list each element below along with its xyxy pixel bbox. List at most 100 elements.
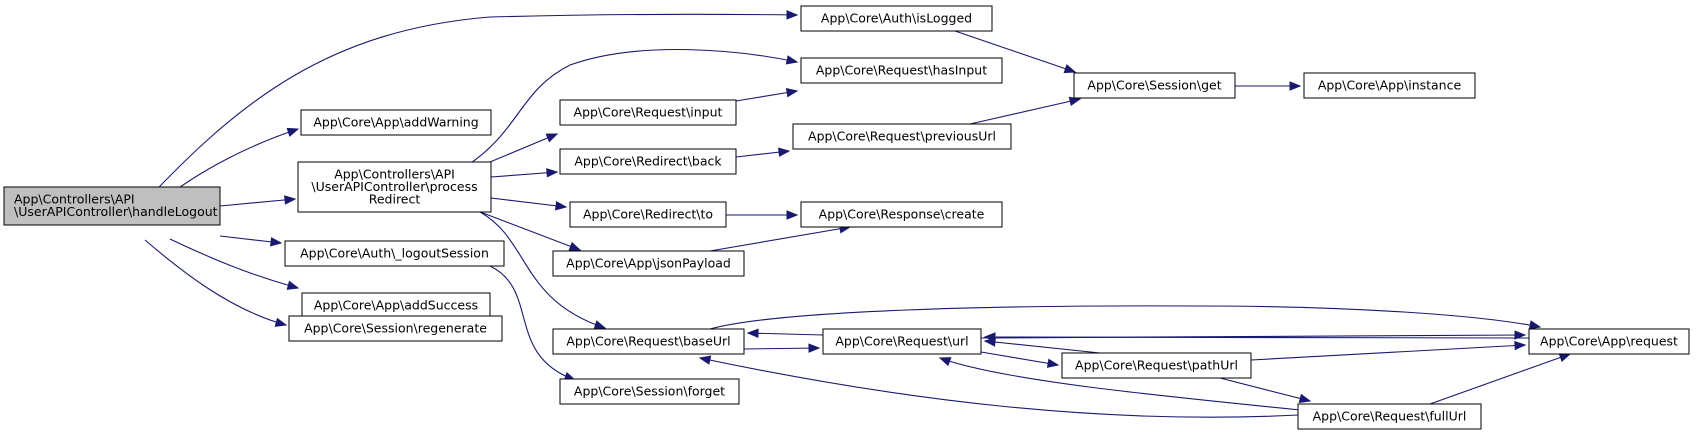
node-label: Redirect xyxy=(369,191,421,206)
edge-fullUrl-to-url xyxy=(938,357,1301,411)
edge-line xyxy=(169,238,299,289)
node-appRequest[interactable]: App\Core\App\request xyxy=(1528,328,1690,355)
node-box xyxy=(1303,72,1476,99)
node-label: App\Core\Request\fullUrl xyxy=(1313,408,1467,423)
edge-line xyxy=(747,332,824,336)
node-label: App\Controllers\API xyxy=(334,166,455,181)
node-create[interactable]: App\Core\Response\create xyxy=(800,201,1003,228)
node-sessionGet[interactable]: App\Core\Session\get xyxy=(1073,72,1236,99)
edge-line xyxy=(954,30,1076,73)
arrowhead xyxy=(593,320,607,330)
node-hasInput[interactable]: App\Core\Request\hasInput xyxy=(800,57,1003,84)
node-label: App\Core\Auth\isLogged xyxy=(821,10,972,25)
edge-to-to-create xyxy=(726,210,799,220)
node-box xyxy=(300,109,492,136)
node-logoutSession[interactable]: App\Core\Auth\_logoutSession xyxy=(284,240,505,267)
node-label: \UserAPIController\process xyxy=(311,179,477,194)
edge-baseUrl-to-appRequest xyxy=(709,305,1542,330)
arrowhead xyxy=(1514,340,1527,351)
node-layer: App\Controllers\API \UserAPIController\ha… xyxy=(3,5,1690,430)
edge-back-to-previousUrl xyxy=(735,147,791,158)
arrowhead xyxy=(1289,81,1302,91)
arrowhead xyxy=(555,201,568,211)
node-regenerate[interactable]: App\Core\Session\regenerate xyxy=(288,315,503,342)
node-box xyxy=(1061,352,1252,379)
node-addSuccess[interactable]: App\Core\App\addSuccess xyxy=(301,292,491,319)
node-label: App\Core\Request\url xyxy=(835,333,968,348)
node-handleLogout[interactable]: App\Controllers\API\UserAPIController\ha… xyxy=(3,186,221,226)
edge-line xyxy=(984,340,1101,354)
node-label: App\Core\Request\previousUrl xyxy=(808,128,996,143)
node-forget[interactable]: App\Core\Session\forget xyxy=(559,378,740,405)
node-to[interactable]: App\Core\Redirect\to xyxy=(569,201,727,228)
arrowhead xyxy=(284,195,297,205)
edge-line xyxy=(699,357,1299,418)
node-label: App\Core\App\addWarning xyxy=(313,114,478,129)
node-label: App\Core\Request\hasInput xyxy=(816,62,987,77)
node-pathUrl[interactable]: App\Core\Request\pathUrl xyxy=(1061,352,1252,379)
arrowhead xyxy=(746,328,759,339)
node-box xyxy=(284,240,505,267)
arrowhead xyxy=(938,357,952,367)
edge-line xyxy=(490,171,558,178)
edge-line xyxy=(1250,344,1526,361)
edge-fullUrl-to-baseUrl xyxy=(698,355,1299,418)
node-isLogged[interactable]: App\Core\Auth\isLogged xyxy=(800,5,993,32)
arrowhead xyxy=(786,10,799,20)
node-jsonPayload[interactable]: App\Core\App\jsonPayload xyxy=(552,250,745,277)
edge-pathUrl-to-appRequest xyxy=(1250,340,1527,361)
node-url[interactable]: App\Core\Request\url xyxy=(822,328,982,355)
node-label: App\Core\Request\pathUrl xyxy=(1075,357,1238,372)
node-fullUrl[interactable]: App\Core\Request\fullUrl xyxy=(1297,403,1482,430)
node-input[interactable]: App\Core\Request\input xyxy=(559,99,737,126)
edge-pathUrl-to-fullUrl xyxy=(1219,377,1312,403)
node-baseUrl[interactable]: App\Core\Request\baseUrl xyxy=(552,328,745,355)
edge-handleLogout-to-regenerate xyxy=(144,239,288,327)
arrowhead xyxy=(698,355,712,365)
node-box xyxy=(822,328,982,355)
arrowhead xyxy=(568,241,582,251)
node-label: App\Core\Session\get xyxy=(1087,77,1221,92)
arrowhead xyxy=(270,237,283,247)
arrowhead xyxy=(1528,320,1542,330)
node-box xyxy=(297,161,492,213)
edge-sessionGet-to-appInstance xyxy=(1235,81,1302,91)
edge-handleLogout-to-isLogged xyxy=(142,10,799,205)
edge-previousUrl-to-sessionGet xyxy=(969,96,1082,125)
node-box xyxy=(569,201,727,228)
edge-line xyxy=(490,197,567,208)
arrowhead xyxy=(546,168,559,178)
edge-line xyxy=(144,239,287,326)
edge-appRequest-to-url xyxy=(983,332,1530,342)
edge-line xyxy=(467,48,798,166)
node-label: App\Core\Session\forget xyxy=(574,383,725,398)
edge-line xyxy=(980,351,1059,366)
node-label: \UserAPIController\handleLogout xyxy=(14,204,218,219)
edge-handleLogout-to-processRedirect xyxy=(219,195,297,207)
node-addWarning[interactable]: App\Core\App\addWarning xyxy=(300,109,492,136)
node-box xyxy=(288,315,503,342)
node-box xyxy=(301,292,491,319)
edge-line xyxy=(489,265,576,381)
node-processRedirect[interactable]: App\Controllers\API\UserAPIController\pr… xyxy=(297,161,492,213)
edge-processRedirect-to-input xyxy=(489,133,559,163)
edge-processRedirect-to-jsonPayload xyxy=(474,209,582,251)
edge-input-to-hasInput xyxy=(735,88,799,102)
node-label: App\Core\Auth\_logoutSession xyxy=(300,245,489,260)
node-previousUrl[interactable]: App\Core\Request\previousUrl xyxy=(792,123,1012,150)
edge-line xyxy=(709,226,851,252)
arrowhead xyxy=(983,332,996,342)
node-appInstance[interactable]: App\Core\App\instance xyxy=(1303,72,1476,99)
node-label: App\Core\App\addSuccess xyxy=(314,297,478,312)
edge-line xyxy=(1219,377,1311,402)
node-back[interactable]: App\Core\Redirect\back xyxy=(559,148,737,175)
node-box xyxy=(559,148,737,175)
node-box xyxy=(1528,328,1690,355)
edge-line xyxy=(219,198,296,207)
edge-layer xyxy=(142,10,1572,418)
edge-line xyxy=(1429,353,1571,405)
edge-url-to-pathUrl xyxy=(980,351,1060,368)
edge-baseUrl-to-url xyxy=(743,343,821,353)
arrowhead xyxy=(274,317,288,327)
